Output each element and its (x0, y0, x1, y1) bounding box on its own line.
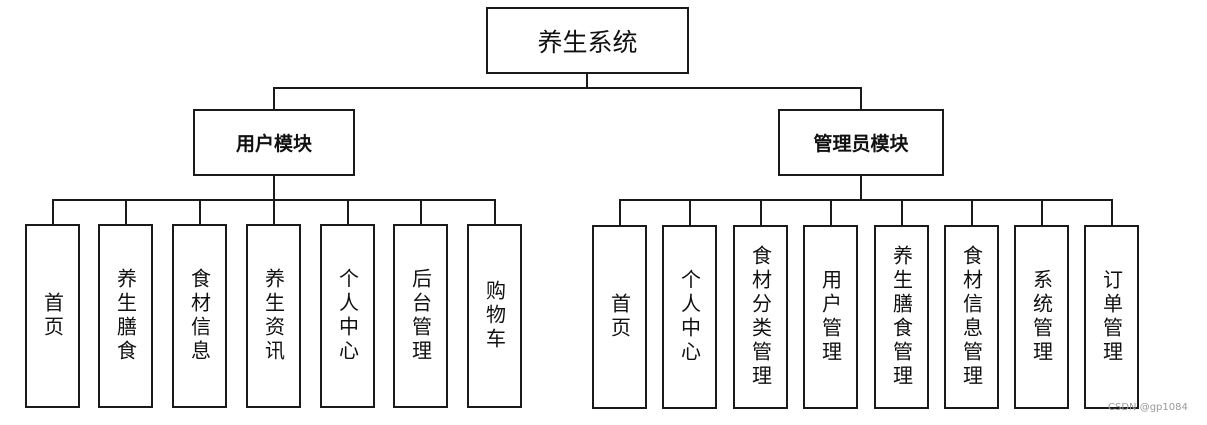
user-leaf-news: 养生资讯 (246, 224, 301, 408)
root-node: 养生系统 (486, 7, 689, 74)
admin-leaf-label: 用户管理 (818, 269, 843, 365)
admin-leaf-user-mgmt: 用户管理 (803, 225, 858, 409)
connector-user-down (273, 175, 275, 200)
admin-leaf-label: 系统管理 (1029, 269, 1054, 365)
admin-leaf-order-mgmt: 订单管理 (1084, 225, 1139, 409)
connector-to-user-module (273, 87, 275, 110)
user-leaf-label: 个人中心 (335, 268, 360, 364)
admin-leaf-diet-mgmt: 养生膳食管理 (874, 225, 929, 409)
user-leaf-profile: 个人中心 (320, 224, 375, 408)
user-leaf-home: 首页 (25, 224, 80, 408)
admin-leaf-system-mgmt: 系统管理 (1014, 225, 1069, 409)
admin-leaf-label: 订单管理 (1099, 269, 1124, 365)
connector-root-horizontal (273, 87, 862, 89)
connector-to-admin-module (860, 87, 862, 110)
user-leaf-backend: 后台管理 (393, 224, 448, 408)
admin-leaf-label: 养生膳食管理 (889, 245, 914, 389)
admin-leaf-label: 食材分类管理 (748, 245, 773, 389)
root-node-label: 养生系统 (537, 27, 638, 57)
user-leaf-label: 食材信息 (187, 268, 212, 364)
admin-module-label: 管理员模块 (813, 133, 909, 155)
watermark: CSDN @gp1084 (1108, 402, 1188, 413)
drop-user-3 (199, 199, 201, 225)
user-leaf-label: 后台管理 (408, 268, 433, 364)
drop-admin-8 (1111, 199, 1113, 226)
admin-leaf-ingredient-mgmt: 食材信息管理 (944, 225, 999, 409)
drop-admin-7 (1041, 199, 1043, 226)
admin-leaf-label: 个人中心 (677, 269, 702, 365)
user-leaf-label: 养生膳食 (113, 268, 138, 364)
admin-leaf-profile: 个人中心 (662, 225, 717, 409)
drop-admin-4 (830, 199, 832, 226)
connector-admin-down (860, 175, 862, 200)
connector-admin-horizontal (619, 199, 1113, 201)
admin-leaf-category-mgmt: 食材分类管理 (733, 225, 788, 409)
user-leaf-cart: 购物车 (467, 224, 522, 408)
drop-admin-1 (619, 199, 621, 226)
drop-admin-3 (760, 199, 762, 226)
drop-user-6 (420, 199, 422, 225)
user-leaf-label: 养生资讯 (261, 268, 286, 364)
admin-leaf-home: 首页 (592, 225, 647, 409)
user-module-node: 用户模块 (193, 109, 355, 176)
admin-module-node: 管理员模块 (778, 109, 944, 176)
user-leaf-diet: 养生膳食 (98, 224, 153, 408)
admin-leaf-label: 首页 (607, 293, 632, 341)
drop-user-5 (347, 199, 349, 225)
admin-leaf-label: 食材信息管理 (959, 245, 984, 389)
drop-user-1 (52, 199, 54, 225)
drop-admin-6 (971, 199, 973, 226)
drop-user-7 (494, 199, 496, 225)
user-leaf-label: 购物车 (482, 280, 507, 352)
drop-admin-2 (689, 199, 691, 226)
drop-admin-5 (901, 199, 903, 226)
user-leaf-label: 首页 (40, 292, 65, 340)
user-leaf-ingredients: 食材信息 (172, 224, 227, 408)
user-module-label: 用户模块 (235, 133, 312, 155)
drop-user-2 (125, 199, 127, 225)
connector-root-down (586, 73, 588, 88)
drop-user-4 (273, 199, 275, 225)
